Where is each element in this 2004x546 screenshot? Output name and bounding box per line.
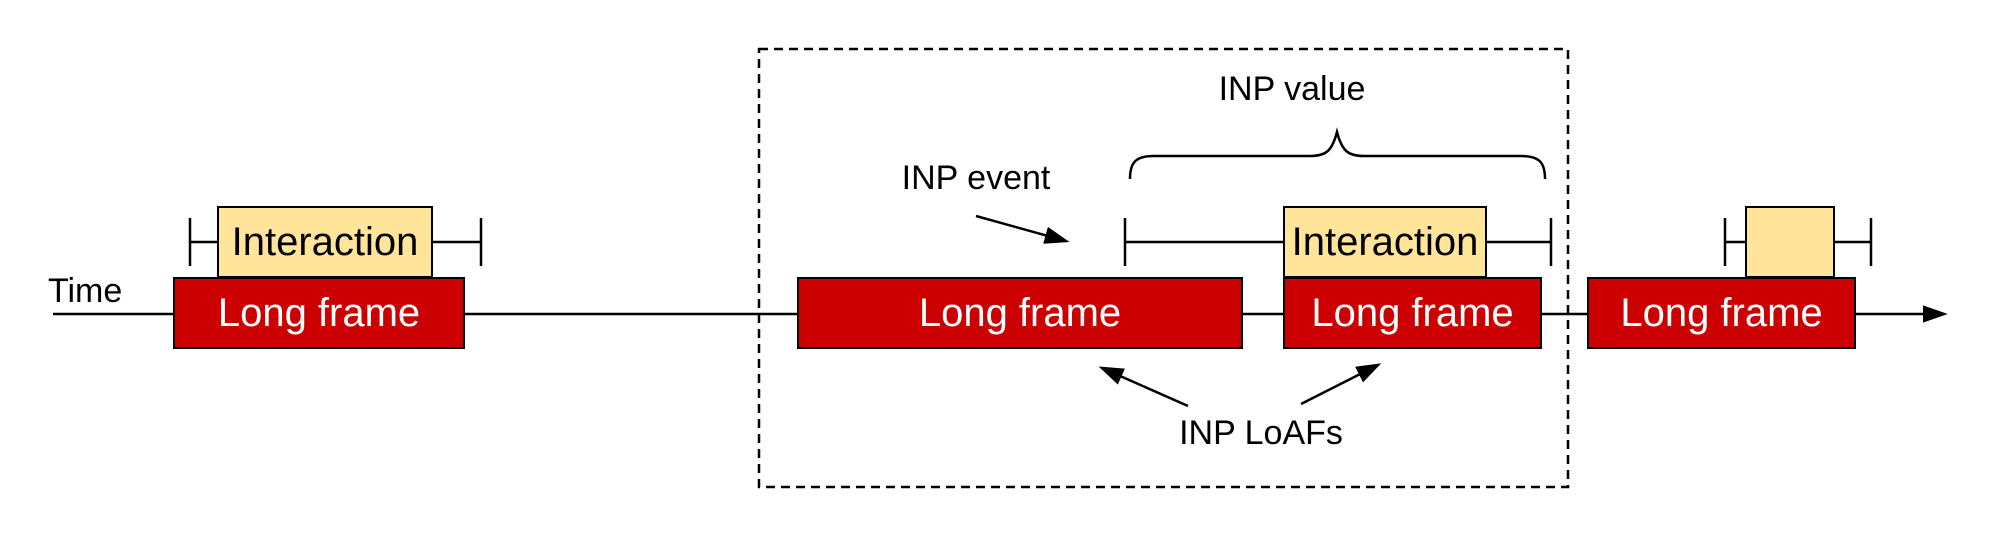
interaction-box-1: Interaction	[217, 206, 433, 278]
interaction-label: Interaction	[1291, 219, 1479, 264]
interaction2-whisker-right	[1486, 218, 1553, 266]
interaction-label: Interaction	[231, 219, 419, 264]
inp-window-dashed-box	[757, 47, 1570, 489]
long-frame-box-2: Long frame	[797, 277, 1243, 349]
time-axis-label: Time	[48, 272, 123, 310]
interaction1-whisker-right	[432, 218, 483, 266]
interaction-box-3	[1745, 206, 1835, 278]
long-frame-label: Long frame	[1311, 290, 1514, 335]
inp-loafs-label: INP LoAFs	[1179, 414, 1343, 452]
long-frame-box-3: Long frame	[1283, 277, 1542, 349]
interaction2-whisker-left	[1123, 218, 1284, 266]
long-frame-label: Long frame	[217, 290, 421, 335]
inp-value-brace	[1128, 127, 1547, 180]
long-frame-label: Long frame	[918, 290, 1122, 335]
inp-loafs-arrow-right	[1300, 363, 1382, 406]
inp-loafs-arrow-left	[1098, 366, 1189, 408]
long-frame-box-1: Long frame	[173, 277, 465, 349]
inp-event-arrow	[975, 214, 1070, 244]
inp-value-label: INP value	[1218, 70, 1366, 108]
long-frame-label: Long frame	[1620, 290, 1823, 335]
interaction1-whisker-left	[188, 218, 218, 266]
interaction3-whisker-right	[1834, 218, 1873, 266]
long-frame-box-4: Long frame	[1587, 277, 1856, 349]
interaction-box-2: Interaction	[1283, 206, 1487, 278]
interaction3-whisker-left	[1723, 218, 1746, 266]
inp-event-label: INP event	[901, 159, 1051, 197]
